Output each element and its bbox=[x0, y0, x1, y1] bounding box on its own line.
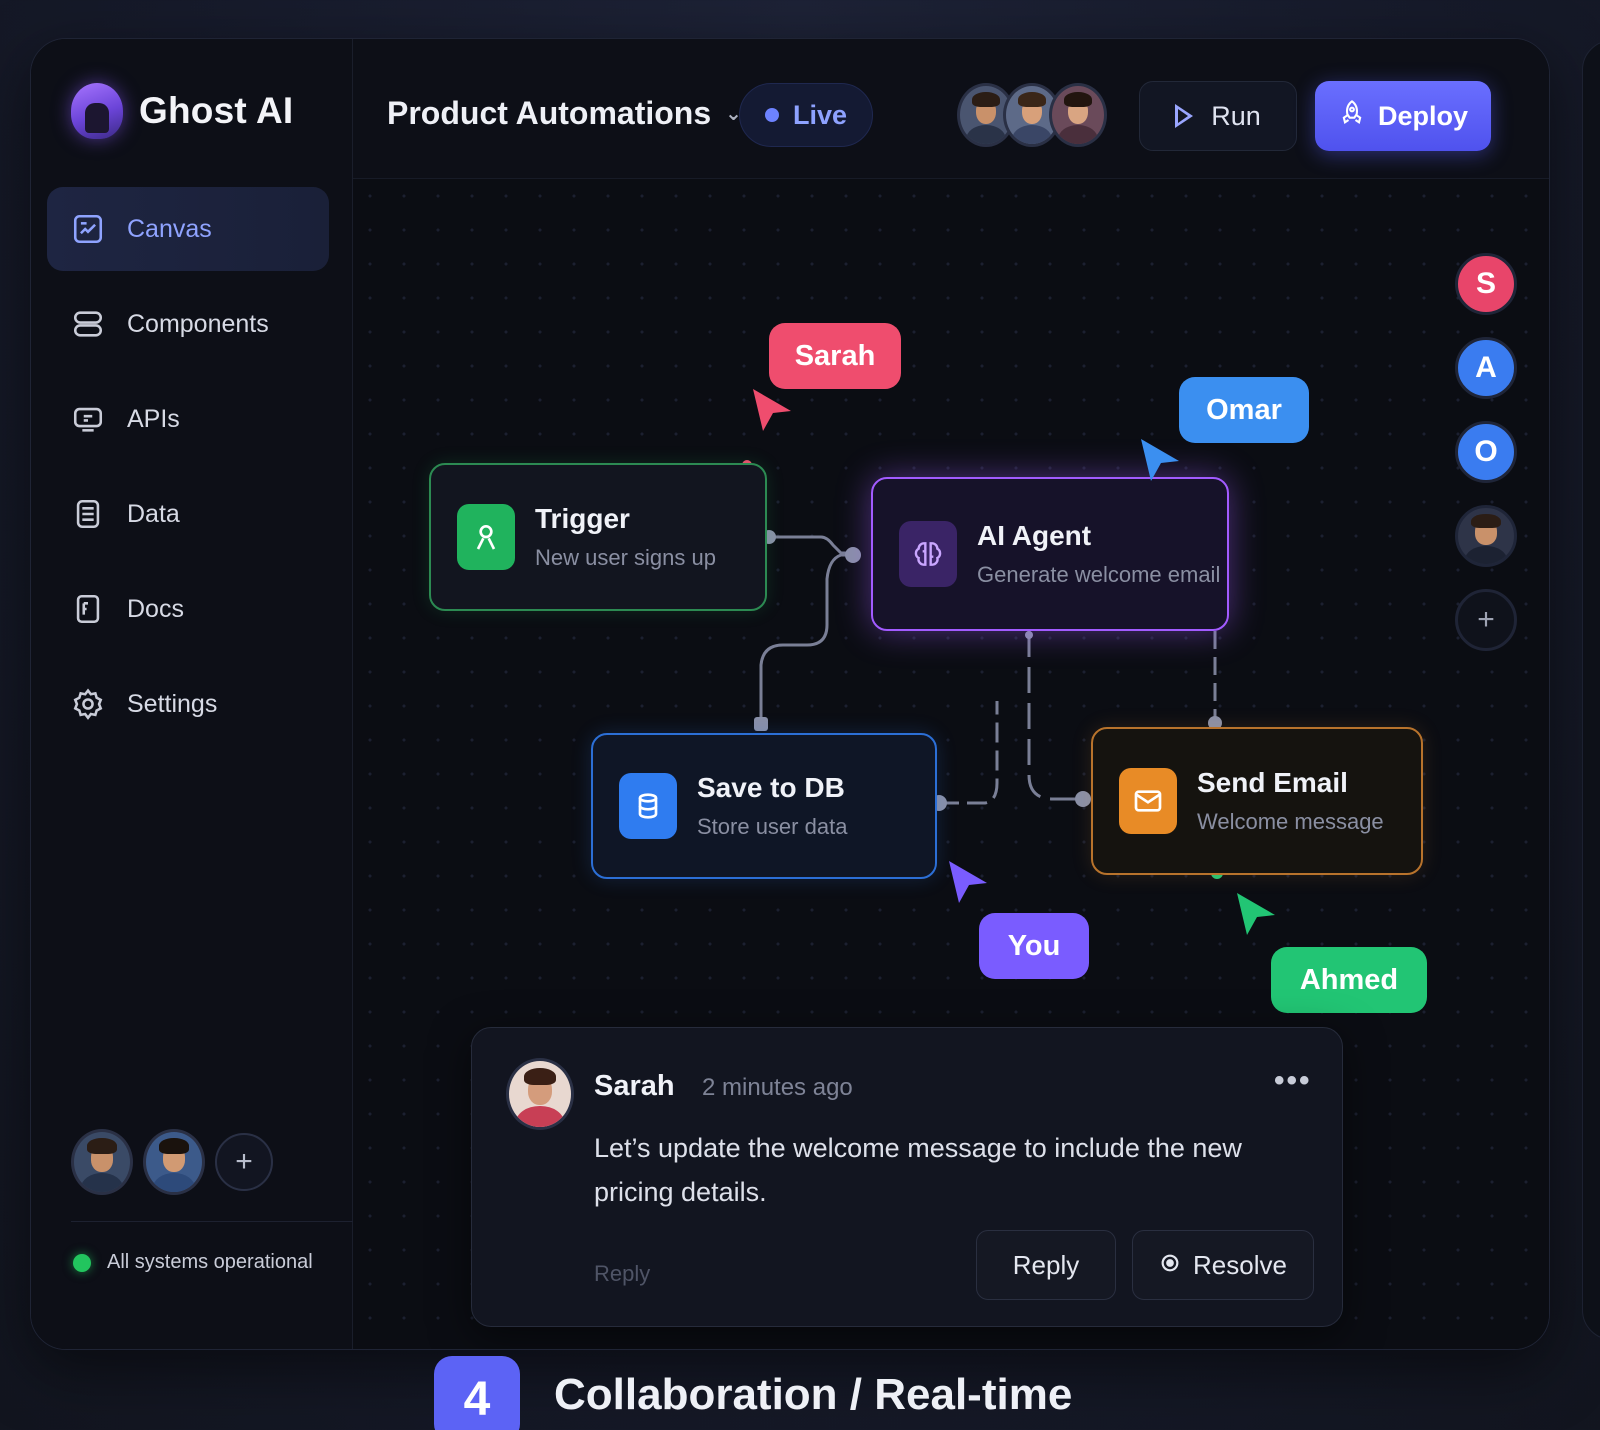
avatar[interactable] bbox=[1049, 83, 1107, 147]
live-label: Live bbox=[792, 99, 848, 130]
brand-name: Ghost AI bbox=[139, 90, 294, 131]
api-icon bbox=[71, 402, 105, 436]
avatar[interactable] bbox=[71, 1129, 133, 1195]
run-button[interactable]: Run bbox=[1139, 81, 1297, 151]
sidebar-item-canvas[interactable]: Canvas bbox=[47, 187, 329, 271]
presence-list: S A O + bbox=[1455, 253, 1517, 651]
node-send-email[interactable]: Send Email Welcome message bbox=[1091, 727, 1423, 875]
sidebar-item-settings[interactable]: Settings bbox=[47, 662, 329, 746]
sidebar-item-label: APIs bbox=[127, 404, 180, 433]
app-window: Ghost AI Canvas Components APIs bbox=[30, 38, 1550, 1350]
step-number-badge: 4 bbox=[434, 1356, 520, 1430]
presence-avatar-o[interactable]: O bbox=[1455, 421, 1517, 483]
database-icon bbox=[619, 773, 677, 839]
sidebar-nav: Canvas Components APIs Data bbox=[47, 187, 329, 757]
node-title: Send Email bbox=[1197, 767, 1348, 798]
system-status: All systems operational bbox=[73, 1251, 313, 1274]
cursor-label-you: You bbox=[979, 913, 1089, 979]
resolve-label: Resolve bbox=[1193, 1249, 1287, 1280]
ghost-logo-icon bbox=[71, 83, 123, 139]
chevron-down-icon: ⌄ bbox=[725, 103, 742, 125]
canvas-icon bbox=[71, 212, 105, 246]
user-icon bbox=[457, 504, 515, 570]
presence-avatar-photo[interactable] bbox=[1455, 505, 1517, 567]
adjacent-card bbox=[1582, 40, 1600, 1340]
comment-text: Let’s update the welcome message to incl… bbox=[594, 1133, 1242, 1207]
status-dot-icon bbox=[73, 1253, 91, 1272]
comment-card: Sarah 2 minutes ago ••• Let’s update the… bbox=[471, 1027, 1343, 1327]
status-text: All systems operational bbox=[107, 1251, 313, 1273]
node-subtitle: New user signs up bbox=[535, 545, 716, 570]
data-icon bbox=[71, 497, 105, 531]
collaborator-avatars bbox=[957, 83, 1107, 147]
cursor-arrow-icon bbox=[949, 861, 987, 903]
sidebar-item-label: Docs bbox=[127, 594, 184, 623]
rocket-icon bbox=[1338, 99, 1366, 134]
cursor-label-omar: Omar bbox=[1179, 377, 1309, 443]
live-badge: Live bbox=[739, 83, 873, 147]
play-icon bbox=[1175, 104, 1194, 128]
brain-icon bbox=[899, 521, 957, 587]
docs-icon bbox=[71, 592, 105, 626]
comment-author: Sarah bbox=[594, 1070, 675, 1102]
resolve-icon bbox=[1159, 1250, 1181, 1281]
sidebar-item-label: Settings bbox=[127, 689, 218, 718]
node-subtitle: Welcome message bbox=[1197, 809, 1384, 834]
presence-avatar-s[interactable]: S bbox=[1455, 253, 1517, 315]
node-subtitle: Generate welcome email bbox=[977, 562, 1221, 587]
divider bbox=[71, 1221, 353, 1222]
presence-avatar-a[interactable]: A bbox=[1455, 337, 1517, 399]
node-trigger[interactable]: Trigger New user signs up bbox=[429, 463, 767, 611]
cursor-arrow-icon bbox=[753, 389, 791, 431]
section-title: Collaboration / Real-time bbox=[554, 1370, 1073, 1419]
node-title: Trigger bbox=[535, 503, 630, 534]
reply-input[interactable]: Reply bbox=[594, 1261, 651, 1286]
node-title: Save to DB bbox=[697, 772, 845, 803]
deploy-button[interactable]: Deploy bbox=[1315, 81, 1491, 151]
deploy-label: Deploy bbox=[1377, 100, 1469, 131]
reply-button[interactable]: Reply bbox=[976, 1230, 1116, 1300]
sidebar-item-apis[interactable]: APIs bbox=[47, 377, 329, 461]
sidebar-item-label: Components bbox=[127, 309, 269, 338]
node-title: AI Agent bbox=[977, 520, 1092, 551]
cursor-label-sarah: Sarah bbox=[769, 323, 901, 389]
workflow-canvas[interactable]: Trigger New user signs up AI Agent Gener… bbox=[353, 179, 1549, 1349]
node-subtitle: Store user data bbox=[697, 814, 848, 839]
topbar: Product Automations ⌄ Live Run bbox=[353, 39, 1549, 179]
node-ai-agent[interactable]: AI Agent Generate welcome email bbox=[871, 477, 1229, 631]
more-options-icon[interactable]: ••• bbox=[1274, 1064, 1312, 1097]
brand[interactable]: Ghost AI bbox=[71, 83, 293, 139]
node-save-db[interactable]: Save to DB Store user data bbox=[591, 733, 937, 879]
add-member-button[interactable]: + bbox=[215, 1133, 273, 1191]
comment-time: 2 minutes ago bbox=[702, 1074, 853, 1101]
sidebar: Ghost AI Canvas Components APIs bbox=[31, 39, 353, 1349]
components-icon bbox=[71, 307, 105, 341]
gear-icon bbox=[71, 687, 105, 721]
sidebar-item-docs[interactable]: Docs bbox=[47, 567, 329, 651]
cursor-arrow-icon bbox=[1141, 439, 1179, 481]
resolve-button[interactable]: Resolve bbox=[1132, 1230, 1314, 1300]
project-name: Product Automations bbox=[387, 95, 712, 131]
run-label: Run bbox=[1211, 100, 1261, 131]
mail-icon bbox=[1119, 768, 1177, 834]
sidebar-item-label: Data bbox=[127, 499, 180, 528]
cursor-label-ahmed: Ahmed bbox=[1271, 947, 1427, 1013]
sidebar-item-components[interactable]: Components bbox=[47, 282, 329, 366]
team-avatars: + bbox=[71, 1129, 273, 1195]
avatar[interactable] bbox=[506, 1058, 574, 1130]
presence-add-button[interactable]: + bbox=[1455, 589, 1517, 651]
project-selector[interactable]: Product Automations ⌄ bbox=[387, 95, 742, 132]
live-dot-icon bbox=[764, 108, 779, 122]
cursor-arrow-icon bbox=[1237, 893, 1275, 935]
sidebar-item-label: Canvas bbox=[127, 214, 212, 243]
avatar[interactable] bbox=[143, 1129, 205, 1195]
sidebar-item-data[interactable]: Data bbox=[47, 472, 329, 556]
